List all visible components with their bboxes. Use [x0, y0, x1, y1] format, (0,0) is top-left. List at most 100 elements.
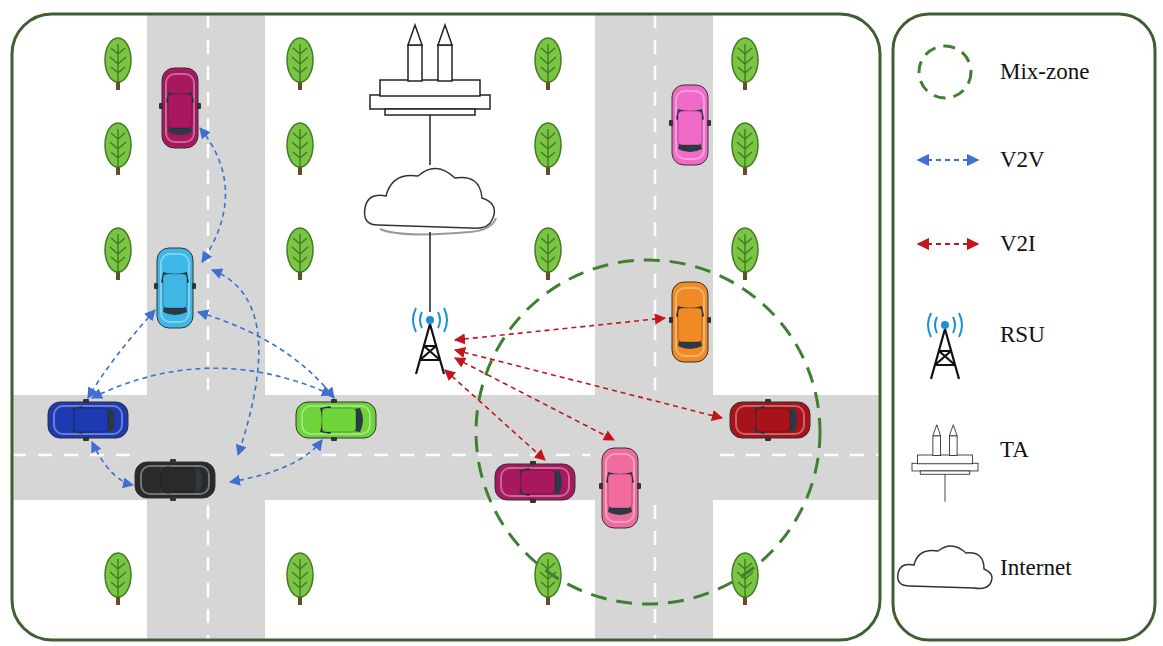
rect-shape	[672, 282, 708, 362]
rect-shape	[322, 408, 356, 432]
legend-text: TA	[1000, 437, 1029, 462]
rect-shape	[296, 402, 376, 438]
link-arrow	[455, 358, 614, 440]
link-arrow	[230, 440, 322, 482]
tree-icon	[287, 228, 313, 280]
path-shape	[416, 324, 444, 374]
rect-shape	[157, 248, 193, 328]
rect-shape	[170, 497, 176, 501]
tree-icon	[732, 123, 758, 175]
tree-icon	[535, 228, 561, 280]
rect-shape	[669, 317, 673, 323]
tree-icon	[105, 38, 131, 90]
rect-shape	[48, 402, 128, 438]
rect-shape	[608, 474, 632, 508]
path-shape	[413, 308, 447, 332]
link-arrow	[88, 310, 155, 398]
rect-shape	[676, 288, 704, 356]
rect-shape	[501, 468, 569, 496]
tree-icon	[105, 553, 131, 605]
path-shape	[110, 234, 126, 272]
path-shape	[110, 129, 126, 167]
car-icon	[730, 399, 810, 441]
rect-shape	[163, 274, 187, 308]
legend-text: RSU	[1000, 322, 1045, 347]
ellipse-shape	[535, 123, 561, 167]
path-shape	[540, 234, 556, 272]
rect-shape	[74, 408, 108, 432]
rect-shape	[331, 399, 337, 403]
rect-shape	[170, 459, 176, 463]
legend-text: Mix-zone	[1000, 59, 1089, 84]
rect-shape	[606, 454, 634, 522]
path-shape	[540, 129, 556, 167]
rsu-icon	[928, 313, 962, 379]
rect-shape	[141, 466, 209, 494]
path-shape	[737, 129, 753, 167]
ta-icon	[912, 425, 978, 502]
car-icon	[669, 282, 711, 362]
path-shape	[928, 313, 962, 337]
rect-shape	[83, 399, 89, 403]
rect-shape	[707, 317, 711, 323]
rect-shape	[302, 406, 370, 434]
link-arrow	[198, 312, 334, 398]
tree-icon	[535, 38, 561, 90]
ellipse-shape	[287, 553, 313, 597]
tree-icon	[732, 553, 758, 605]
rect-shape	[602, 448, 638, 528]
car-icon	[296, 399, 376, 441]
tree-icon	[105, 228, 131, 280]
legend-text: V2I	[1000, 231, 1036, 256]
rect-shape	[135, 462, 215, 498]
ellipse-shape	[732, 123, 758, 167]
rect-shape	[159, 103, 163, 109]
rect-shape	[54, 406, 122, 434]
ellipse-shape	[105, 123, 131, 167]
tree-icon	[535, 123, 561, 175]
path-shape	[540, 44, 556, 82]
rect-shape	[672, 85, 708, 165]
link-arrow	[445, 370, 545, 460]
ellipse-shape	[535, 38, 561, 82]
tree-icon	[105, 123, 131, 175]
ellipse-shape	[105, 553, 131, 597]
link-arrow	[92, 442, 133, 485]
link-arrow	[212, 270, 259, 455]
rect-shape	[669, 120, 673, 126]
ellipse-shape	[105, 228, 131, 272]
path-shape	[110, 44, 126, 82]
rect-shape	[530, 461, 536, 465]
link-arrow	[92, 368, 332, 398]
rect-shape	[756, 408, 790, 432]
tree-icon	[287, 123, 313, 175]
tree-icon	[732, 228, 758, 280]
rect-shape	[331, 437, 337, 441]
rect-shape	[730, 402, 810, 438]
rect-shape	[530, 499, 536, 503]
tree-icon	[287, 38, 313, 90]
rect-shape	[707, 120, 711, 126]
link-arrow	[455, 318, 665, 340]
tree-icon	[732, 38, 758, 90]
path-shape	[292, 559, 308, 597]
car-icon	[599, 448, 641, 528]
path-shape	[110, 559, 126, 597]
rect-shape	[162, 68, 198, 148]
ellipse-shape	[535, 553, 561, 597]
car-icon	[159, 68, 201, 148]
rsu-icon	[413, 308, 447, 374]
rect-shape	[192, 283, 196, 289]
car-icon	[48, 399, 128, 441]
rect-shape	[637, 483, 641, 489]
car-icon	[135, 459, 215, 501]
car-icon	[495, 461, 575, 503]
rect-shape	[161, 254, 189, 322]
path-shape	[292, 44, 308, 82]
rect-shape	[765, 399, 771, 403]
ellipse-shape	[732, 228, 758, 272]
rect-shape	[676, 91, 704, 159]
rect-shape	[521, 470, 555, 494]
